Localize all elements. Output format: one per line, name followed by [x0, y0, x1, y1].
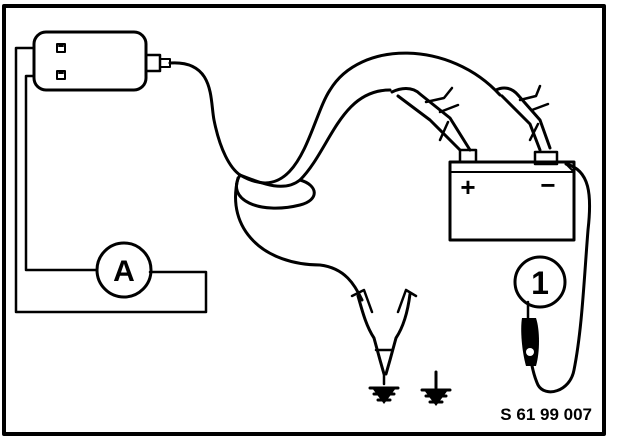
battery-minus-label: − [540, 170, 555, 200]
clamp-ground [350, 288, 418, 386]
ammeter: A [95, 241, 153, 299]
ground-icon [420, 370, 452, 406]
callout-1-label: 1 [531, 265, 549, 301]
clamp-negative [494, 84, 559, 166]
terminal-positive [458, 148, 478, 164]
diagram-frame [2, 4, 606, 436]
charger-cables [168, 51, 502, 302]
clamp-positive [390, 86, 478, 164]
port-icon [56, 43, 66, 53]
inductive-probe [521, 318, 539, 366]
battery: + − [448, 160, 576, 242]
port-icon [56, 70, 66, 80]
charger-unit [32, 30, 171, 92]
figure-reference-code: S 61 99 007 [500, 405, 592, 424]
ammeter-label: A [113, 255, 135, 288]
negative-cable [521, 162, 592, 394]
ground-symbol [368, 386, 400, 404]
battery-plus-label: + [460, 172, 475, 202]
ammeter-leads [14, 46, 208, 314]
terminal-negative [533, 150, 559, 166]
cable-plug [144, 53, 162, 73]
callout-1: 1 [513, 255, 567, 309]
